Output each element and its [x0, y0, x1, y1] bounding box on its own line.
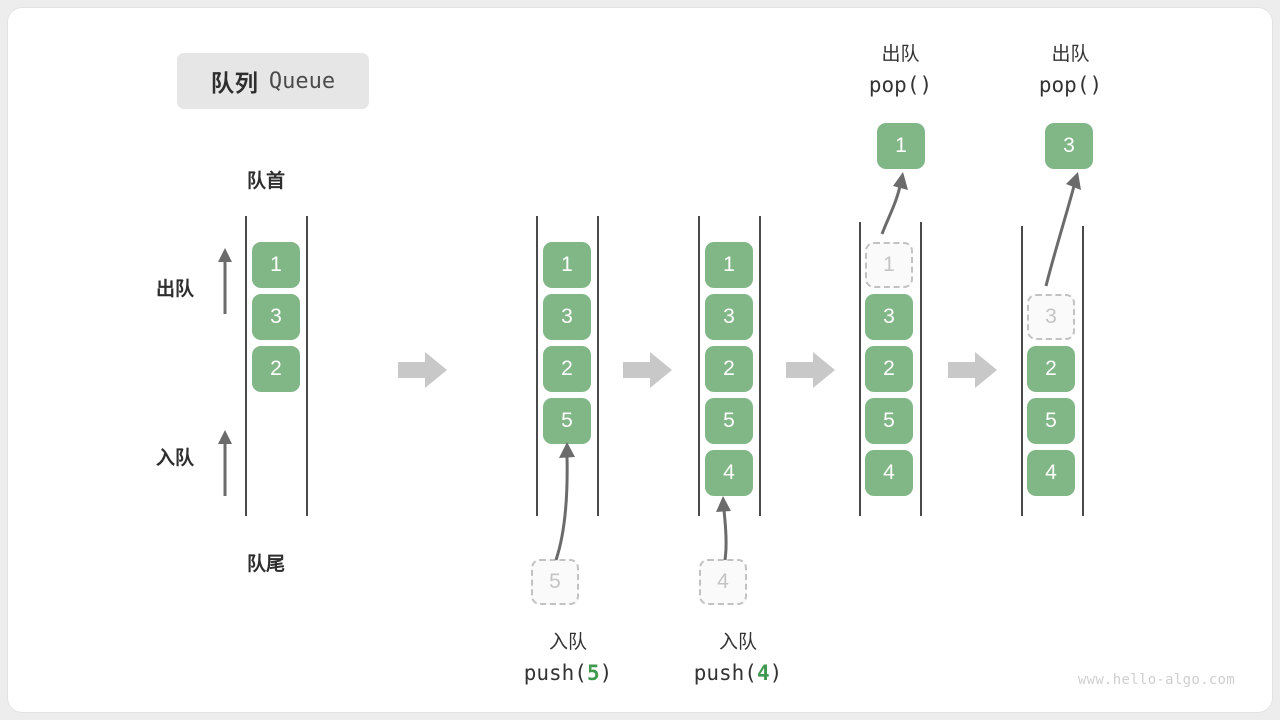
operation-code-arg: 4 — [756, 661, 770, 686]
flow-arrow-icon — [623, 352, 672, 388]
push-arrow-icon — [554, 442, 575, 561]
diagram-frame: 队列 Queue 队首 队尾 出队 入队 1 3 2 — [8, 8, 1272, 712]
rail-left — [859, 222, 861, 516]
queue-cell: 2 — [865, 346, 913, 392]
queue-cell: 2 — [1027, 346, 1075, 392]
title-badge: 队列 Queue — [177, 53, 369, 109]
queue-cell: 3 — [543, 294, 591, 340]
queue-cell: 5 — [543, 398, 591, 444]
rail-right — [920, 222, 922, 516]
flow-arrow-icon — [948, 352, 997, 388]
operation-code-prefix: push( — [523, 661, 587, 686]
enqueue-direction-arrow-icon — [218, 430, 232, 496]
operation-code: push(4) — [648, 657, 828, 690]
operation-code-arg: 5 — [586, 661, 600, 686]
queue-cell: 1 — [543, 242, 591, 288]
queue-cell: 1 — [705, 242, 753, 288]
rail-left — [536, 216, 538, 516]
queue-cell: 4 — [1027, 450, 1075, 496]
queue-cell: 4 — [705, 450, 753, 496]
flow-arrow-icon — [786, 352, 835, 388]
rail-left — [245, 216, 247, 516]
queue-cell: 3 — [252, 294, 300, 340]
operation-name: 入队 — [548, 632, 587, 653]
queue-cell: 1 — [252, 242, 300, 288]
queue-cell: 5 — [865, 398, 913, 444]
ghost-cell-outgoing: 3 — [1027, 294, 1075, 340]
popped-cell: 3 — [1045, 123, 1093, 169]
operation-code: push(5) — [478, 657, 658, 690]
queue-cell: 5 — [1027, 398, 1075, 444]
ghost-cell-incoming: 5 — [531, 559, 579, 605]
queue-cell: 2 — [543, 346, 591, 392]
operation-label-pop-1: 出队 pop() — [813, 40, 988, 102]
operation-code-prefix: push( — [693, 661, 757, 686]
operation-name: 出队 — [881, 44, 920, 65]
operation-code-suffix: ) — [599, 661, 613, 686]
title-english: Queue — [268, 68, 336, 94]
rail-left — [1021, 226, 1023, 516]
queue-front-label: 队首 — [247, 171, 286, 192]
operation-code: pop() — [1038, 73, 1103, 98]
operation-label-push-4: 入队 push(4) — [648, 628, 828, 690]
queue-cell: 3 — [705, 294, 753, 340]
operation-name: 出队 — [1051, 44, 1090, 65]
popped-cell: 1 — [877, 123, 925, 169]
queue-rear-label: 队尾 — [247, 554, 286, 575]
rail-right — [1082, 226, 1084, 516]
operation-code: pop() — [868, 73, 933, 98]
title-chinese: 队列 — [210, 70, 259, 96]
queue-cell: 2 — [705, 346, 753, 392]
rail-right — [597, 216, 599, 516]
operation-code-suffix: ) — [769, 661, 783, 686]
rail-left — [698, 216, 700, 516]
dequeue-direction-arrow-icon — [218, 248, 232, 314]
operation-label-pop-3: 出队 pop() — [983, 40, 1158, 102]
pop-arrow-icon — [880, 172, 908, 235]
rail-right — [759, 216, 761, 516]
dequeue-label: 出队 — [156, 279, 195, 300]
ghost-cell-outgoing: 1 — [865, 242, 913, 288]
pop-arrow-icon — [1044, 172, 1081, 287]
queue-cell: 4 — [865, 450, 913, 496]
enqueue-label: 入队 — [156, 448, 195, 469]
queue-cell: 3 — [865, 294, 913, 340]
queue-cell: 5 — [705, 398, 753, 444]
push-arrow-icon — [716, 496, 731, 561]
ghost-cell-incoming: 4 — [699, 559, 747, 605]
queue-cell: 2 — [252, 346, 300, 392]
flow-arrow-icon — [398, 352, 447, 388]
rail-right — [306, 216, 308, 516]
watermark: www.hello-algo.com — [1077, 672, 1235, 688]
operation-label-push-5: 入队 push(5) — [478, 628, 658, 690]
operation-name: 入队 — [718, 632, 757, 653]
